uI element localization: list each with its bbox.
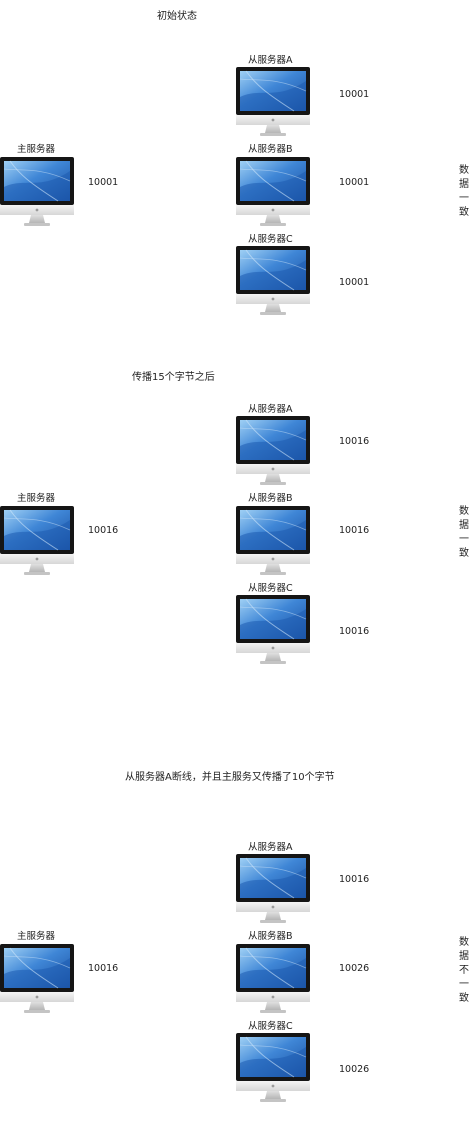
slave-c-offset: 10026 — [339, 1064, 370, 1075]
slave-a-label: 从服务器A — [248, 842, 293, 853]
master-label: 主服务器 — [17, 493, 56, 504]
imac-monitor-icon — [236, 246, 310, 318]
slave-a-label: 从服务器A — [248, 404, 293, 415]
imac-monitor-icon — [236, 157, 310, 229]
consistency-status: 数据一致 — [459, 506, 469, 559]
imac-monitor-icon — [0, 157, 74, 229]
slave-b-offset: 10026 — [339, 963, 370, 974]
imac-monitor-icon — [236, 944, 310, 1016]
section-2-title: 传播15个字节之后 — [132, 372, 215, 383]
slave-c-label: 从服务器C — [248, 234, 293, 245]
imac-monitor-icon — [236, 67, 310, 139]
slave-b-label: 从服务器B — [248, 493, 293, 504]
slave-c-offset: 10001 — [339, 277, 370, 288]
imac-monitor-icon — [236, 595, 310, 667]
imac-monitor-icon — [236, 854, 310, 926]
slave-a-offset: 10016 — [339, 874, 370, 885]
master-offset: 10016 — [88, 525, 119, 536]
slave-b-label: 从服务器B — [248, 144, 293, 155]
master-label: 主服务器 — [17, 144, 56, 155]
slave-a-offset: 10016 — [339, 436, 370, 447]
slave-c-label: 从服务器C — [248, 1021, 293, 1032]
imac-monitor-icon — [236, 1033, 310, 1105]
slave-b-offset: 10001 — [339, 177, 370, 188]
consistency-status: 数据不一致 — [459, 937, 469, 1004]
master-label: 主服务器 — [17, 931, 56, 942]
imac-monitor-icon — [236, 506, 310, 578]
imac-monitor-icon — [0, 944, 74, 1016]
slave-c-offset: 10016 — [339, 626, 370, 637]
imac-monitor-icon — [236, 416, 310, 488]
master-offset: 10016 — [88, 963, 119, 974]
slave-b-label: 从服务器B — [248, 931, 293, 942]
section-3-title: 从服务器A断线，并且主服务又传播了10个字节 — [125, 772, 335, 783]
imac-monitor-icon — [0, 506, 74, 578]
slave-b-offset: 10016 — [339, 525, 370, 536]
consistency-status: 数据一致 — [459, 165, 469, 218]
slave-a-label: 从服务器A — [248, 55, 293, 66]
section-1-title: 初始状态 — [157, 11, 197, 22]
slave-c-label: 从服务器C — [248, 583, 293, 594]
master-offset: 10001 — [88, 177, 119, 188]
slave-a-offset: 10001 — [339, 89, 370, 100]
